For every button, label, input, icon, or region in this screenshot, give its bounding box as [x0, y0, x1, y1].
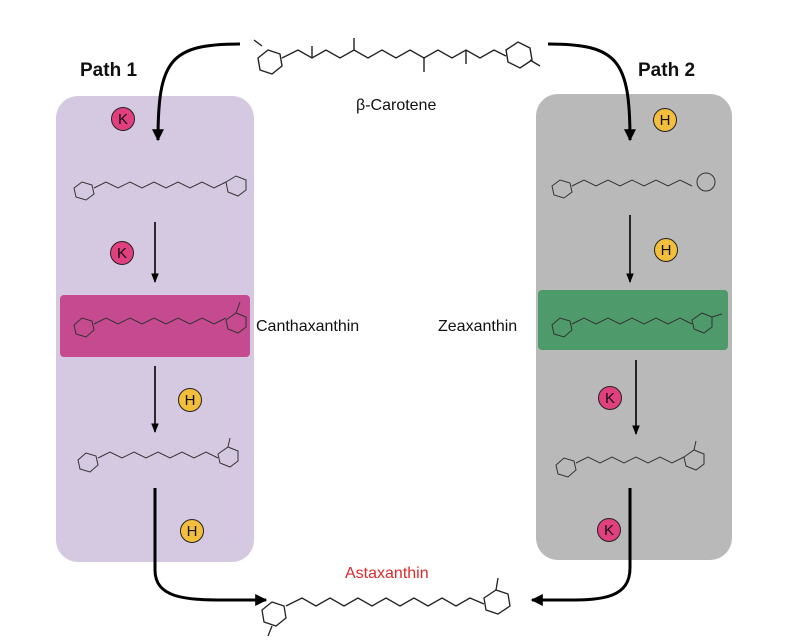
enzyme-k-badge: K	[597, 518, 621, 542]
arrow-from-path2	[530, 488, 632, 606]
arrow-to-path2	[547, 42, 636, 142]
path2-third-structure	[555, 440, 705, 478]
canthaxanthin-label: Canthaxanthin	[256, 318, 360, 335]
beta-carotene-label: β-Carotene	[356, 97, 437, 114]
enzyme-h-badge: H	[180, 519, 204, 543]
beta-carotene-structure	[253, 38, 541, 75]
canthaxanthin-highlight	[60, 295, 250, 357]
path1-intermediate-structure	[73, 175, 247, 201]
path2-intermediate-structure	[551, 172, 716, 199]
arrow-to-path1	[152, 42, 241, 142]
zeaxanthin-highlight	[538, 290, 728, 350]
path2-title: Path 2	[638, 60, 696, 81]
astaxanthin-label: Astaxanthin	[345, 565, 429, 582]
enzyme-h-badge: H	[653, 108, 677, 132]
enzyme-h-badge: H	[178, 388, 202, 412]
arrow-from-path1	[153, 488, 268, 606]
enzyme-k-badge: K	[111, 107, 135, 131]
enzyme-k-badge: K	[598, 386, 622, 410]
enzyme-h-badge: H	[654, 238, 678, 262]
astaxanthin-structure	[261, 577, 511, 637]
path1-title: Path 1	[80, 60, 138, 81]
path1-third-structure	[77, 437, 239, 473]
zeaxanthin-structure	[551, 312, 723, 338]
canthaxanthin-structure	[73, 301, 247, 338]
enzyme-k-badge: K	[110, 241, 134, 265]
zeaxanthin-label: Zeaxanthin	[438, 318, 518, 335]
